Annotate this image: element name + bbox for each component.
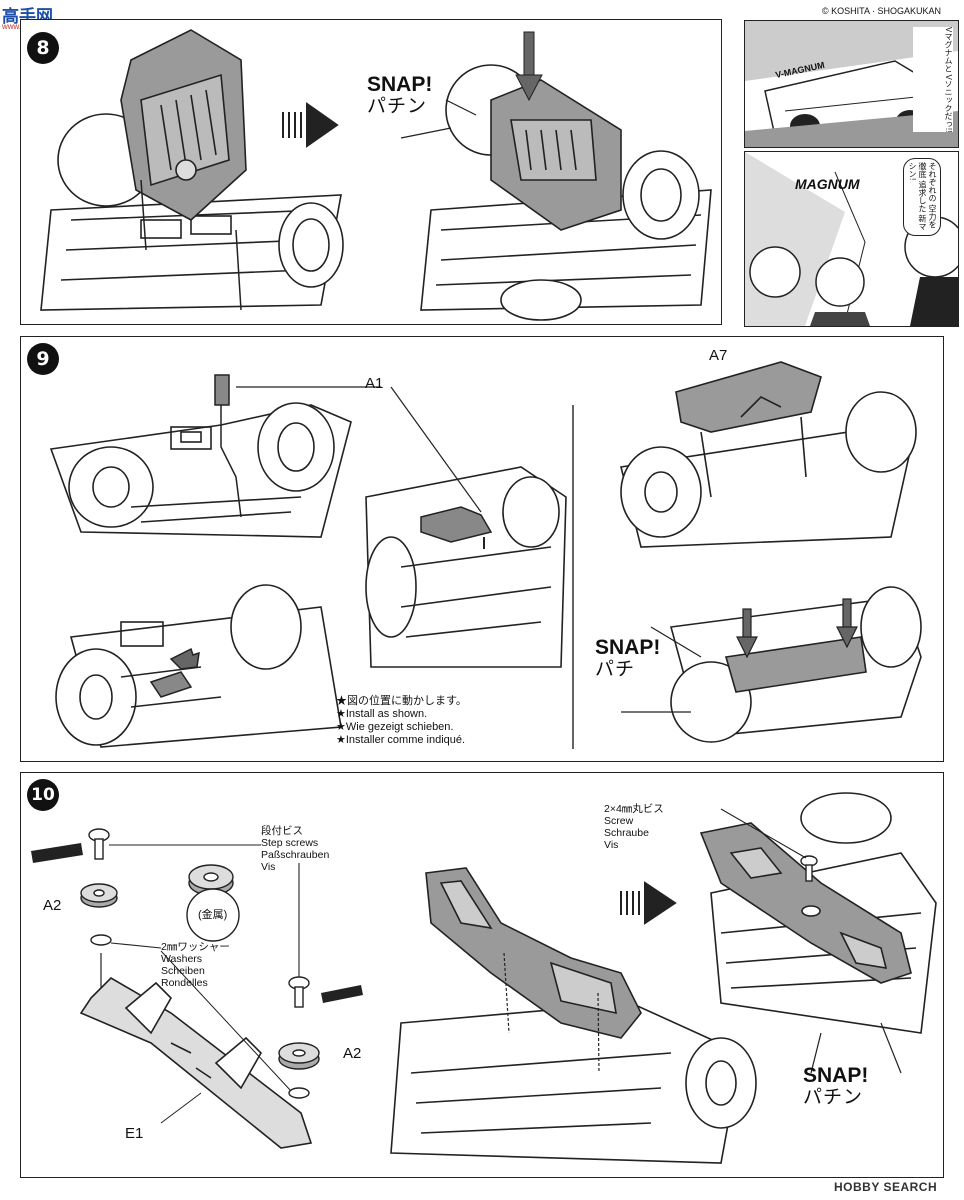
washer-right xyxy=(288,1087,310,1099)
step9-notes: ★図の位置に動かします。 ★Install as shown. ★Wie gez… xyxy=(336,695,467,747)
manga-top-bubble: Vマグナムと Vソニックだっ!! xyxy=(913,27,953,133)
screw-2x4 xyxy=(800,855,818,882)
label-e1: E1 xyxy=(125,1125,144,1142)
step8-right-car xyxy=(420,64,712,321)
step8-panel: 8 xyxy=(20,19,722,325)
step10-bumper-piece xyxy=(425,867,642,1039)
step9-press-arrows xyxy=(736,598,858,659)
manga-car-illustration xyxy=(745,21,958,147)
manga-panel-bottom: MAGNUM それぞれの 空力を 徹底 追求した 新マシン! xyxy=(744,151,959,327)
washer-jp: 2㎜ワッシャー xyxy=(161,941,230,953)
step10-snap-text: SNAP! xyxy=(803,1064,869,1087)
step9-terminal-top xyxy=(214,374,242,518)
step8-illustration xyxy=(40,29,712,321)
manga-characters-illustration xyxy=(745,152,958,326)
screw-2x4-fr: Vis xyxy=(604,839,619,851)
metal-washer xyxy=(186,864,240,942)
step10-panel: 10 xyxy=(20,772,944,1178)
step9-car-bottom-right xyxy=(669,586,922,743)
step10-snap-label: SNAP! パチン xyxy=(803,1065,868,1109)
screw-2x4-en: Screw xyxy=(604,815,634,827)
spacer-a2-right xyxy=(278,1042,320,1070)
step9-car-top-left xyxy=(49,402,352,538)
step8-direction-arrow xyxy=(282,102,339,148)
step9-number: 9 xyxy=(27,343,59,375)
label-a2-left: A2 xyxy=(43,897,62,914)
step-screw-de: Paßschrauben xyxy=(261,849,330,861)
step-screw-jp: 段付ビス xyxy=(261,825,303,837)
screw-2x4-de: Schraube xyxy=(604,827,649,839)
step9-cover-a7 xyxy=(675,361,822,498)
step10-snap-jp: パチン xyxy=(803,1087,864,1108)
step9-snap-label: SNAP! パチ xyxy=(595,637,660,681)
step9-note-de: ★Wie gezeigt schieben. xyxy=(336,721,454,733)
step9-note-jp: ★図の位置に動かします。 xyxy=(336,695,467,707)
step8-arrow-down xyxy=(140,179,147,251)
washer-left xyxy=(90,934,112,946)
screwdriver-icon-right xyxy=(321,985,363,1003)
screw-2x4-label: 2×4㎜丸ビス Screw Schraube Vis xyxy=(604,803,664,851)
step10-illustration xyxy=(31,792,937,1164)
copyright-text: © KOSHITA · SHOGAKUKAN xyxy=(822,6,941,16)
step10-bumper-installed xyxy=(699,822,912,984)
washer-en: Washers xyxy=(161,953,203,965)
washer-label: 2㎜ワッシャー Washers Scheiben Rondelles xyxy=(161,941,230,989)
hobbysearch-logo: HOBBY SEARCH xyxy=(834,1180,938,1194)
step-screw-right xyxy=(288,976,310,1008)
screwdriver-icon-left xyxy=(31,843,83,863)
step8-motor-unit xyxy=(120,29,247,221)
spacer-a2-left xyxy=(80,883,118,908)
step9-snap-text: SNAP! xyxy=(595,636,661,659)
step9-snap-jp: パチ xyxy=(595,659,636,680)
step8-left-car xyxy=(40,113,344,311)
step9-label-a7: A7 xyxy=(709,347,728,364)
step9-car-bottom-left xyxy=(55,584,342,748)
step9-label-a1-top: A1 xyxy=(365,375,384,392)
step-screw-left xyxy=(88,828,110,860)
step10-chassis-middle xyxy=(390,1002,757,1164)
step9-car-top-right xyxy=(620,391,917,548)
manga-title: MAGNUM xyxy=(795,176,860,192)
washer-fr: Rondelles xyxy=(161,977,208,989)
step8-number: 8 xyxy=(27,32,59,64)
step-screw-fr: Vis xyxy=(261,861,276,873)
step-screw-label: 段付ビス Step screws Paßschrauben Vis xyxy=(261,825,329,873)
step8-snap-text: SNAP! xyxy=(367,73,433,96)
step8-press-arrow xyxy=(515,31,543,102)
step9-note-fr: ★Installer comme indiqué. xyxy=(336,734,466,746)
step10-direction-arrow xyxy=(620,881,677,925)
step8-snap-jp: パチン xyxy=(367,96,428,117)
step9-panel: 9 xyxy=(20,336,944,762)
step-screw-en: Step screws xyxy=(261,837,319,849)
label-a2-right: A2 xyxy=(343,1045,362,1062)
step9-illustration xyxy=(49,361,922,749)
step10-number: 10 xyxy=(27,779,59,811)
metal-label: (金属) xyxy=(198,909,228,921)
part-e1 xyxy=(79,976,313,1149)
step9-car-middle xyxy=(365,466,567,668)
step8-motor-installed xyxy=(490,79,622,231)
washer-de: Scheiben xyxy=(161,965,205,977)
manga-panel-top: V-MAGNUM Vマグナムと Vソニックだっ!! xyxy=(744,20,959,148)
step9-terminal-middle xyxy=(420,506,493,549)
manga-bottom-bubble: それぞれの 空力を 徹底 追求した 新マシン! xyxy=(903,158,941,236)
step9-terminal-moved xyxy=(149,647,200,698)
screw-2x4-jp: 2×4㎜丸ビス xyxy=(604,803,664,815)
step8-snap-label: SNAP! パチン xyxy=(367,74,432,118)
step9-note-en: ★Install as shown. xyxy=(336,708,428,720)
